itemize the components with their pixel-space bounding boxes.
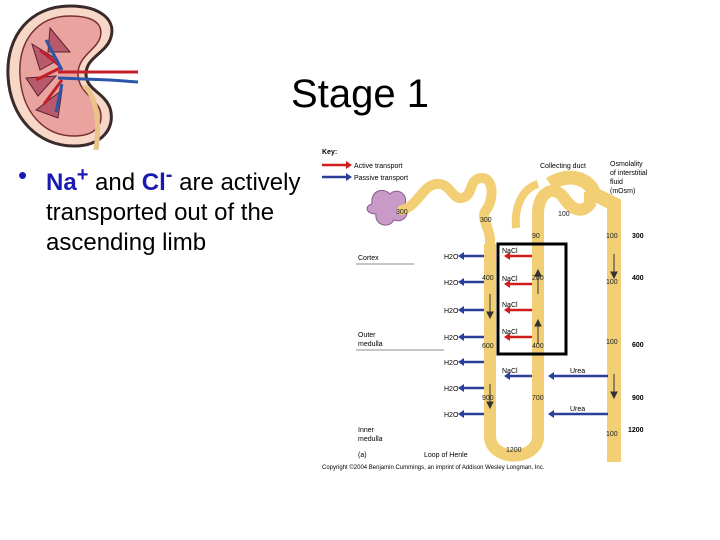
- water-arrow-4: H2O: [444, 333, 484, 342]
- urea-transport: Urea Urea: [548, 368, 608, 418]
- svg-text:H2O: H2O: [444, 386, 459, 393]
- svg-text:fluid: fluid: [610, 179, 623, 186]
- svg-text:of interstitial: of interstitial: [610, 170, 648, 177]
- svg-text:Urea: Urea: [570, 406, 585, 413]
- svg-text:H2O: H2O: [444, 412, 459, 419]
- svg-text:H2O: H2O: [444, 308, 459, 315]
- svg-text:100: 100: [606, 431, 618, 438]
- interstitial-osmolality: 300 400 600 900 1200: [628, 233, 644, 434]
- svg-text:NaCl: NaCl: [502, 248, 518, 255]
- key-active-arrowhead: [346, 161, 352, 169]
- key-active-label: Active transport: [354, 163, 403, 170]
- kidney-pyramids: [25, 26, 72, 119]
- svg-text:NaCl: NaCl: [502, 276, 518, 283]
- svg-text:NaCl: NaCl: [502, 368, 518, 375]
- svg-text:90: 90: [532, 233, 540, 240]
- svg-text:Urea: Urea: [570, 368, 585, 375]
- svg-text:300: 300: [632, 233, 644, 240]
- nacl-active-4: NaCl: [502, 329, 532, 341]
- cortex-label: Cortex: [358, 255, 379, 262]
- svg-text:1200: 1200: [628, 427, 644, 434]
- key-title: Key:: [322, 149, 337, 156]
- svg-text:400: 400: [532, 343, 544, 350]
- svg-text:100: 100: [606, 339, 618, 346]
- water-arrow-5: H2O: [444, 358, 484, 367]
- descending-limb: [484, 244, 544, 462]
- ascending-limb: [532, 185, 596, 436]
- svg-text:100: 100: [606, 279, 618, 286]
- collecting-duct-label: Collecting duct: [540, 163, 586, 170]
- svg-text:300: 300: [480, 217, 492, 224]
- outer-medulla-label-1: Outer: [358, 332, 376, 339]
- copyright-notice: Copyright ©2004 Benjamin Cummings, an im…: [322, 464, 545, 471]
- svg-text:600: 600: [482, 343, 494, 350]
- water-arrow-7: H2O: [444, 410, 484, 419]
- distal-tubule: [511, 180, 540, 229]
- water-arrow-1: H2O: [444, 252, 484, 261]
- water-arrow-6: H2O: [444, 384, 484, 393]
- svg-text:300: 300: [396, 209, 408, 216]
- slide-title: Stage 1: [291, 72, 429, 116]
- svg-text:100: 100: [558, 211, 570, 218]
- inner-medulla-label-2: medulla: [358, 436, 383, 443]
- urea-arrow-1: Urea: [548, 368, 608, 380]
- svg-text:H2O: H2O: [444, 360, 459, 367]
- key-passive-arrowhead: [346, 173, 352, 181]
- svg-text:900: 900: [482, 395, 494, 402]
- kidney-cortex: [19, 15, 102, 137]
- stage-highlight-box: [496, 242, 568, 356]
- loop-of-henle-diagram: Key: Active transport Passive transport …: [318, 144, 654, 474]
- osmolality-header: Osmolality of interstitial fluid (mOsm): [610, 161, 648, 195]
- svg-text:NaCl: NaCl: [502, 329, 518, 336]
- bullet-rest: are actively transported out of the asce…: [46, 169, 301, 256]
- svg-text:NaCl: NaCl: [502, 302, 518, 309]
- svg-text:400: 400: [482, 275, 494, 282]
- loop-of-henle-label: Loop of Henle: [424, 452, 468, 459]
- svg-text:600: 600: [632, 342, 644, 349]
- kidney-vessels: [35, 39, 139, 113]
- water-passive-transport: H2O H2O H2O H2O H2O H2O H2O: [444, 252, 484, 419]
- svg-text:H2O: H2O: [444, 280, 459, 287]
- svg-text:H2O: H2O: [444, 335, 459, 342]
- water-arrow-3: H2O: [444, 306, 484, 315]
- collecting-duct: [546, 170, 621, 462]
- svg-text:400: 400: [632, 275, 644, 282]
- urea-arrow-2: Urea: [548, 406, 608, 418]
- panel-label: (a): [358, 452, 367, 459]
- key-passive-label: Passive transport: [354, 175, 408, 182]
- sodium-symbol: Na: [46, 169, 77, 196]
- chloride-symbol: Cl: [141, 169, 166, 196]
- inner-medulla-label-1: Inner: [358, 427, 375, 434]
- svg-text:(mOsm): (mOsm): [610, 188, 635, 195]
- flow-arrows: [486, 254, 618, 410]
- svg-text:100: 100: [606, 233, 618, 240]
- kidney-illustration: [6, 4, 139, 150]
- svg-text:700: 700: [532, 395, 544, 402]
- bullet-text: Na+ and Cl- are actively transported out…: [46, 160, 308, 258]
- svg-text:H2O: H2O: [444, 254, 459, 261]
- sodium-charge: +: [76, 164, 89, 186]
- svg-text:200: 200: [532, 275, 544, 282]
- nacl-active-1: NaCl: [502, 248, 532, 260]
- nacl-passive-5: NaCl: [502, 368, 532, 380]
- chloride-charge: -: [165, 164, 173, 186]
- outer-medulla-label-2: medulla: [358, 341, 383, 348]
- proximal-tubule: [397, 172, 497, 257]
- bowmans-capsule: [366, 189, 408, 226]
- tubule-values: 300 300 100 90 400 200 600 400 900 700 1…: [396, 209, 618, 454]
- nacl-transport: NaCl NaCl NaCl NaCl NaCl: [502, 248, 532, 380]
- svg-text:900: 900: [632, 395, 644, 402]
- nacl-active-2: NaCl: [502, 276, 532, 288]
- bullet-marker: •: [18, 160, 28, 190]
- water-arrow-2: H2O: [444, 278, 484, 287]
- svg-text:Osmolality: Osmolality: [610, 161, 643, 168]
- svg-text:1200: 1200: [506, 447, 522, 454]
- ureter: [82, 84, 100, 150]
- nacl-active-3: NaCl: [502, 302, 532, 314]
- bullet-and: and: [88, 169, 142, 196]
